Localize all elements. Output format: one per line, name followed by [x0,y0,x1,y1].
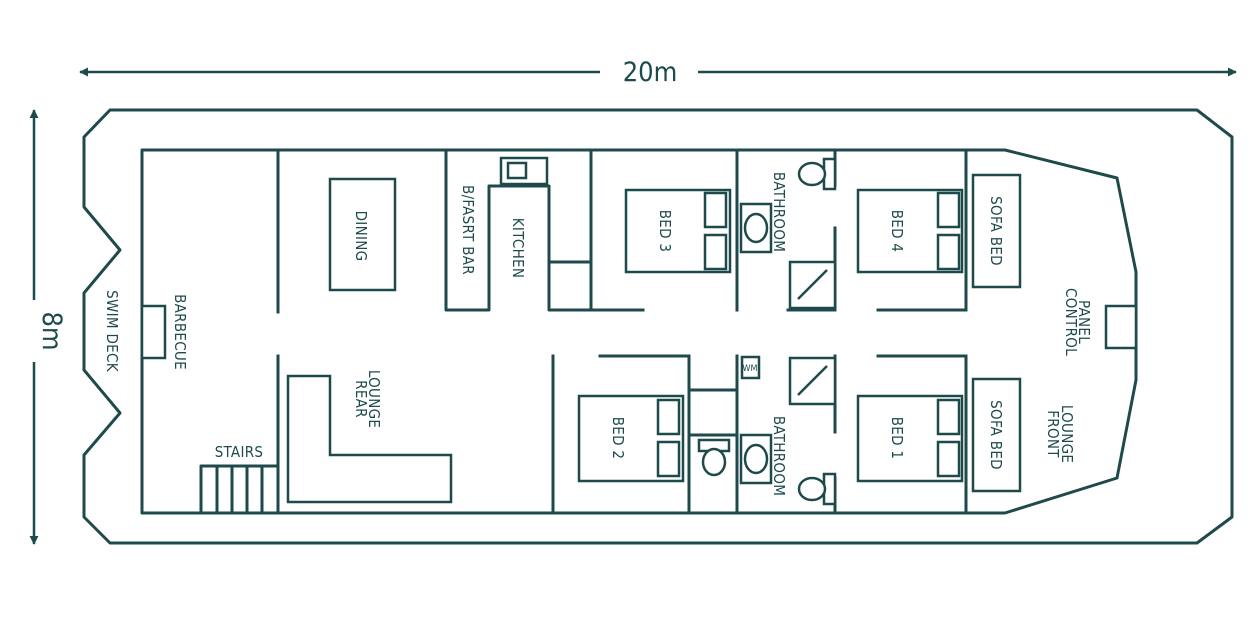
top-bathroom: BATHROOM [739,157,837,310]
front-lounge-label-2: LOUNGE [1058,405,1076,463]
width-dimension: 8m [29,109,67,545]
bed-2: BED 2 [577,394,685,483]
cabin-outline [140,148,1138,515]
length-label: 20m [623,57,678,88]
sofa-bed-bottom-label: SOFA BED [987,400,1005,470]
bed-4-label: BED 4 [888,210,906,253]
rear-lounge-sofa [286,374,453,504]
bed-3-label: BED 3 [656,210,674,253]
control-panel-unit [1104,304,1138,350]
bottom-bathroom: WM BATHROOM [697,355,837,506]
toilet-bottom-right-icon [797,472,837,506]
barbecue-label: BARBECUE [171,294,189,370]
stairs [199,464,280,515]
rear-lounge-label-1: REAR [352,380,370,418]
bed-1: BED 1 [856,394,964,483]
control-panel-label-2: PANEL [1075,300,1093,344]
shower-bottom-icon [788,356,837,406]
breakfast-bar-label: B/FASRT BAR [459,185,477,275]
bed-2-label: BED 2 [609,417,627,460]
sofa-bed-bottom: SOFA BED [971,377,1022,493]
front-lounge-label-1: FRONT [1044,410,1062,458]
rear-lounge-label-2: LOUNGE [365,370,383,428]
kitchen-sink [499,156,549,186]
stairs-label: STAIRS [215,443,264,461]
kitchen-counter [444,148,593,312]
bed-3: BED 3 [624,188,732,274]
kitchen-label: KITCHEN [509,218,527,278]
barbecue-unit [140,304,167,360]
hull-outline [82,108,1234,545]
control-panel-label-1: CONTROL [1062,288,1080,356]
sofa-bed-top: SOFA BED [971,173,1022,289]
dining-table [328,177,397,292]
bathroom-bottom-label: BATHROOM [770,416,788,496]
sofa-bed-top-label: SOFA BED [987,196,1005,266]
shower-top-icon [788,260,837,310]
width-label: 8m [36,311,67,350]
basin-top-icon [739,202,773,254]
washing-machine-label: WM [743,364,758,374]
dining-label: DINING [352,211,370,262]
length-dimension: 20m [79,57,1237,88]
toilet-bottom-left-icon [697,438,731,477]
basin-bottom-icon [739,433,773,485]
washing-machine-icon: WM [740,355,761,380]
toilet-top-icon [797,157,837,191]
swim-deck-label: SWIM DECK [103,290,121,373]
bathroom-top-label: BATHROOM [770,172,788,252]
bed-1-label: BED 1 [888,417,906,460]
bed-4: BED 4 [856,188,964,274]
